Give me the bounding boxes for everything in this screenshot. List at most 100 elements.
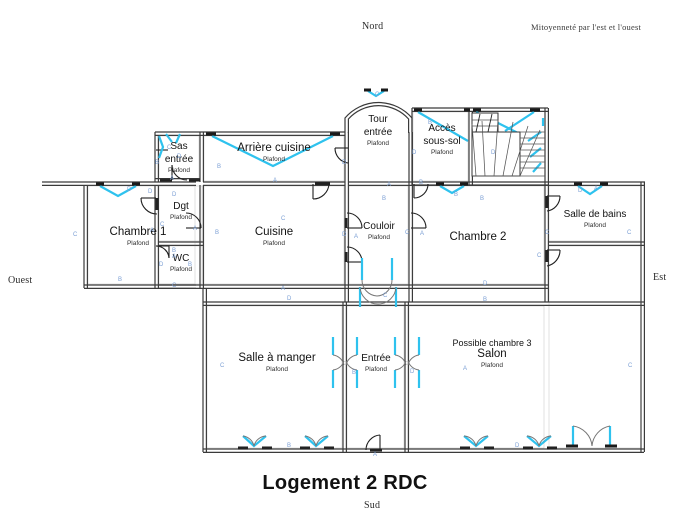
wall-dimension-mark: A xyxy=(281,286,286,292)
page-title: Logement 2 RDC xyxy=(262,472,428,494)
wall-dimension-mark: A xyxy=(193,226,198,232)
wall-dimension-mark: A xyxy=(273,178,278,184)
room-name: Cuisine xyxy=(254,226,294,238)
wall-dimension-mark: C xyxy=(375,92,380,98)
wall-dimension-mark: D xyxy=(515,443,520,449)
room-label-salon: Possible chambre 3 Salon Plafond xyxy=(432,338,552,370)
compass-label-north: Nord xyxy=(362,21,384,32)
room-name: Salon xyxy=(477,348,507,360)
room-name-line2: entrée xyxy=(164,154,194,165)
room-ceiling: Plafond xyxy=(366,140,390,147)
room-ceiling: Plafond xyxy=(169,266,193,273)
room-label-wc: WC Plafond xyxy=(158,252,204,274)
wall-dimension-mark: A xyxy=(170,176,175,182)
note-mitoyennete: Mitoyenneté par l'est et l'ouest xyxy=(531,22,642,32)
compass-label-south: Sud xyxy=(364,500,381,511)
wall-dimension-mark: D xyxy=(342,160,347,166)
room-label-dgt: Dgt Plafond xyxy=(158,200,204,222)
room-label-acces-sous-sol: Accès sous-sol Plafond xyxy=(412,122,472,157)
room-name: Chambre 1 xyxy=(109,226,167,238)
wall-dimension-mark: D xyxy=(483,281,488,287)
wall-dimension-mark: B xyxy=(480,196,485,202)
door-jamb-group xyxy=(155,178,549,452)
wall-dimension-mark: B xyxy=(483,297,488,303)
wall-dimension-mark: B xyxy=(172,248,177,254)
wall-dimension-mark: B xyxy=(352,370,357,376)
wall-dimension-mark: B xyxy=(155,160,160,166)
room-name: Couloir xyxy=(363,221,395,232)
wall-dimension-mark: D xyxy=(491,150,496,156)
room-ceiling: Plafond xyxy=(430,149,454,156)
wall-dimension-mark: C xyxy=(383,293,388,299)
room-name: Chambre 2 xyxy=(449,231,507,243)
room-ceiling: Plafond xyxy=(167,167,191,174)
wall-dimension-mark: A xyxy=(354,234,359,240)
room-label-entree: Entrée Plafond xyxy=(348,352,404,374)
room-label-cuisine: Cuisine Plafond xyxy=(224,226,324,248)
room-name-line1: Accès xyxy=(428,123,456,134)
wall-dimension-mark: C xyxy=(281,216,286,222)
room-name: Salle à manger xyxy=(238,352,316,364)
wall-dimension-mark: B xyxy=(382,196,387,202)
wall-dimension-mark: D xyxy=(342,232,347,238)
compass-label-east: Est xyxy=(653,272,667,283)
room-name-line2: sous-sol xyxy=(423,136,461,147)
compass-label-west: Ouest xyxy=(8,275,33,286)
wall-dimension-mark: C xyxy=(545,230,550,236)
wall-dimension-mark: A xyxy=(420,231,425,237)
hairline-group xyxy=(87,111,642,449)
room-ceiling: Plafond xyxy=(262,156,286,163)
room-label-chambre2: Chambre 2 xyxy=(428,231,528,244)
room-label-sas-entree: Sas entrée Plafond xyxy=(142,140,216,175)
room-ceiling: Plafond xyxy=(126,240,150,247)
room-name: WC xyxy=(172,253,190,264)
room-ceiling: Plafond xyxy=(480,362,504,369)
wall-dimension-mark: C xyxy=(160,222,165,228)
room-label-tour-entree: Tour entrée Plafond xyxy=(346,113,410,148)
wall-dimension-mark: C xyxy=(220,363,225,369)
room-ceiling: Plafond xyxy=(583,222,607,229)
wall-dimension-mark: A xyxy=(150,228,155,234)
wall-dimension-mark: B xyxy=(188,262,193,268)
room-ceiling: Plafond xyxy=(367,234,391,241)
wall-dimension-mark: A xyxy=(172,254,177,260)
room-label-salle-a-manger: Salle à manger Plafond xyxy=(222,352,332,374)
room-name: Dgt xyxy=(173,201,189,212)
wall-dimension-mark: D xyxy=(578,188,583,194)
wall-dimension-mark: B xyxy=(419,180,424,186)
wall-dimension-mark: C xyxy=(628,363,633,369)
room-label-couloir: Couloir Plafond xyxy=(350,220,408,242)
room-name-alt: Possible chambre 3 xyxy=(452,338,532,348)
room-label-chambre1: Chambre 1 Plafond xyxy=(78,226,198,248)
room-name-line1: Sas xyxy=(170,141,188,152)
wall-dimension-mark: D xyxy=(148,189,153,195)
wall-dimension-mark: A xyxy=(373,452,378,458)
wall-dimension-mark: B xyxy=(428,120,433,126)
room-name: Entrée xyxy=(361,353,391,364)
wall-dimension-mark: A xyxy=(463,366,468,372)
wall-dimension-mark: C xyxy=(537,253,542,259)
staircase xyxy=(471,112,545,183)
wall-dimension-mark: B xyxy=(287,443,292,449)
wall-dimension-mark: B xyxy=(118,277,123,283)
room-ceiling: Plafond xyxy=(265,366,289,373)
wall-dimension-mark: A xyxy=(387,182,392,188)
wall-group xyxy=(42,101,646,453)
wall-dimension-mark: A xyxy=(594,186,599,192)
room-ceiling: Plafond xyxy=(169,214,193,221)
wall-dimension-mark: D xyxy=(410,369,415,375)
wall-dimension-mark: D xyxy=(172,192,177,198)
wall-dimension-mark: B xyxy=(217,164,222,170)
room-name-line1: Tour xyxy=(368,114,388,125)
room-name-line2: entrée xyxy=(363,127,393,138)
french-door-arc-group xyxy=(242,279,611,447)
room-ceiling: Plafond xyxy=(262,240,286,247)
wall-dimension-mark: D xyxy=(412,150,417,156)
wall-dimension-mark: D xyxy=(127,187,132,193)
wall-dimension-mark: B xyxy=(454,192,459,198)
wall-dimension-mark: C xyxy=(167,145,172,151)
room-name: Salle de bains xyxy=(563,209,627,220)
wall-dimension-mark: C xyxy=(627,230,632,236)
